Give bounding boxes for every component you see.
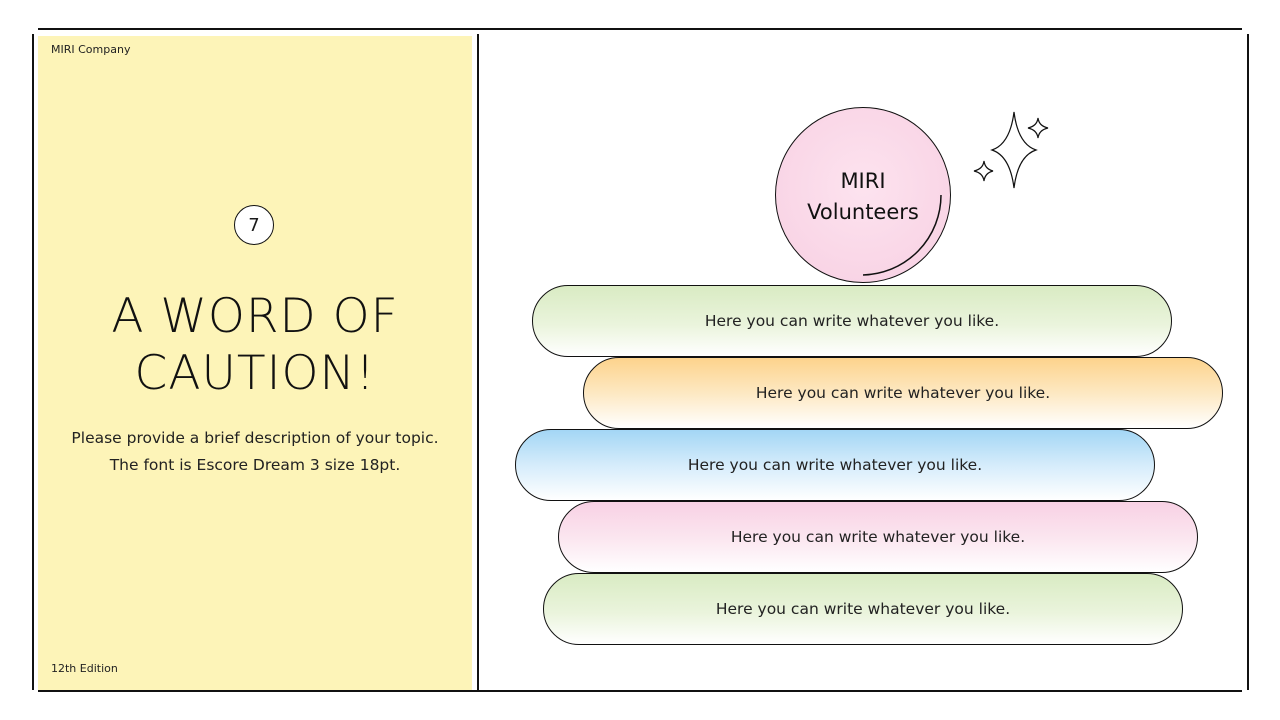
item-pill-5: Here you can write whatever you like.: [543, 573, 1183, 645]
badge-line-2: Volunteers: [807, 200, 919, 224]
left-panel: MIRI Company 7 A WORD OF CAUTION! Please…: [38, 36, 472, 690]
sparkle-icon: [973, 111, 1049, 189]
slide-description: Please provide a brief description of yo…: [38, 425, 472, 479]
item-text-2: Here you can write whatever you like.: [755, 384, 1051, 402]
item-text-3: Here you can write whatever you like.: [687, 456, 983, 474]
item-pill-1: Here you can write whatever you like.: [532, 285, 1172, 357]
divider: [477, 34, 479, 690]
page-number-badge: 7: [234, 205, 274, 245]
item-pill-3: Here you can write whatever you like.: [515, 429, 1155, 501]
edition-label: 12th Edition: [51, 662, 118, 675]
slide-title: A WORD OF CAUTION!: [38, 288, 472, 402]
right-border: [1247, 34, 1249, 690]
description-line-1: Please provide a brief description of yo…: [71, 429, 439, 447]
badge-arc-decoration: [862, 194, 942, 276]
item-text-4: Here you can write whatever you like.: [730, 528, 1026, 546]
item-text-1: Here you can write whatever you like.: [704, 312, 1000, 330]
page-number: 7: [248, 214, 260, 236]
item-pill-4: Here you can write whatever you like.: [558, 501, 1198, 573]
volunteers-badge: [775, 107, 951, 283]
title-line-2: CAUTION!: [134, 346, 376, 401]
title-line-1: A WORD OF: [111, 289, 399, 344]
description-line-2: The font is Escore Dream 3 size 18pt.: [109, 456, 401, 474]
item-pill-2: Here you can write whatever you like.: [583, 357, 1223, 429]
badge-text: MIRI Volunteers: [775, 166, 951, 228]
bottom-border: [38, 690, 1242, 692]
left-border: [32, 34, 34, 690]
badge-line-1: MIRI: [840, 169, 886, 193]
company-name: MIRI Company: [51, 43, 131, 56]
top-border: [38, 28, 1242, 30]
item-text-5: Here you can write whatever you like.: [715, 600, 1011, 618]
